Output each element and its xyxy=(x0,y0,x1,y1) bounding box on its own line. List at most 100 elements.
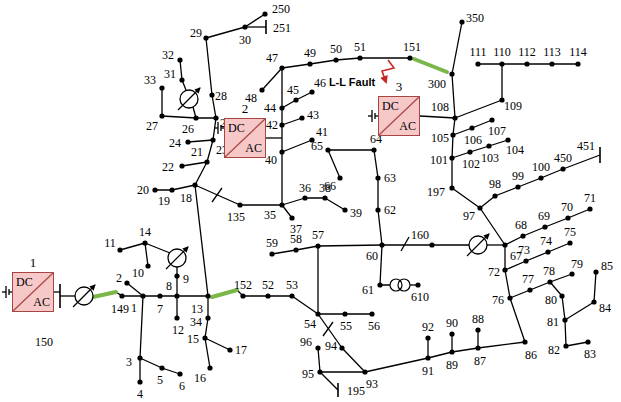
bus-number: 4 xyxy=(137,388,143,400)
bus-dot xyxy=(527,287,532,292)
bus-dot xyxy=(362,369,367,374)
bus-number: 110 xyxy=(493,46,511,58)
feeder-line xyxy=(264,137,282,138)
bus-dot xyxy=(425,335,430,340)
bus-number: 84 xyxy=(599,302,611,314)
bus-dot xyxy=(152,187,157,192)
open-switch xyxy=(401,237,409,251)
bus-number: 42 xyxy=(266,119,278,131)
bus-dot xyxy=(169,187,174,192)
bus-number: 135 xyxy=(227,211,245,223)
bus-dot xyxy=(449,155,454,160)
bus-number: 13 xyxy=(191,303,203,315)
feeder-line xyxy=(145,243,148,266)
bus-number: 32 xyxy=(162,49,174,61)
bus-number: 53 xyxy=(286,279,298,291)
bus-dot xyxy=(227,347,232,352)
feeder-line xyxy=(262,68,282,90)
bus-dot xyxy=(299,115,304,120)
feeder-line xyxy=(188,140,213,142)
feeder-line xyxy=(140,296,143,382)
inverter-box: 2DCAC xyxy=(224,118,266,158)
bus-number: 108 xyxy=(431,101,449,113)
inverter-side-label: DC xyxy=(16,276,33,288)
bus-number: 16 xyxy=(194,372,206,384)
bus-bar xyxy=(265,20,267,34)
bus-dot xyxy=(159,85,164,90)
fault-arrow xyxy=(382,60,394,82)
bus-dot xyxy=(542,224,547,229)
bus-dot xyxy=(142,240,147,245)
regulator-arrow xyxy=(166,247,188,269)
inverter-side-label: AC xyxy=(245,142,262,154)
bus-dot xyxy=(565,215,570,220)
bus-number: 112 xyxy=(518,46,536,58)
bus-dot xyxy=(192,182,197,187)
feeder-line xyxy=(452,74,525,342)
bus-dot xyxy=(174,293,179,298)
feeder-line xyxy=(451,334,452,352)
diagonal-line xyxy=(13,273,53,311)
bus-dot xyxy=(567,240,572,245)
bus-number: 80 xyxy=(545,294,557,306)
feeder-line xyxy=(282,140,312,152)
battery-symbol xyxy=(368,110,378,122)
bus-dot xyxy=(117,247,122,252)
feeder-line xyxy=(140,358,180,374)
bus-dot xyxy=(339,345,344,350)
bus-dot xyxy=(205,315,210,320)
feeder-line xyxy=(122,295,208,296)
feeder-line xyxy=(317,246,318,314)
bus-number: 104 xyxy=(506,144,524,156)
bus-number: 96 xyxy=(300,336,312,348)
feeder-line xyxy=(162,88,216,118)
bus-number: 197 xyxy=(427,186,445,198)
bus-number: 111 xyxy=(469,46,486,58)
bus-number: 44 xyxy=(264,102,276,114)
bus-number: 69 xyxy=(538,210,550,222)
bus-dot xyxy=(371,147,376,152)
bus-dot xyxy=(563,343,568,348)
bus-dot xyxy=(477,205,482,210)
bus-dot xyxy=(269,251,274,256)
bus-dot xyxy=(240,293,245,298)
bus-dot xyxy=(202,335,207,340)
bus-dot xyxy=(325,147,330,152)
bus-dot xyxy=(279,65,284,70)
bus-dot xyxy=(289,215,294,220)
bus-number: 100 xyxy=(532,161,550,173)
bus-dot xyxy=(237,202,242,207)
bus-dot xyxy=(145,263,150,268)
bus-dot xyxy=(315,345,320,350)
bus-number: 27 xyxy=(146,120,158,132)
bus-dot xyxy=(315,311,320,316)
regulator-arrow xyxy=(467,234,489,256)
feeder-line xyxy=(120,243,145,250)
bus-dot xyxy=(377,282,382,287)
bus-number: 450 xyxy=(554,152,572,164)
inverter-number: 3 xyxy=(379,80,419,93)
regulator-arrow xyxy=(73,285,95,307)
diagonal-line xyxy=(225,119,265,157)
bus-dot xyxy=(369,311,374,316)
bus-dot xyxy=(515,184,520,189)
regulator-arrow xyxy=(178,88,200,110)
bus-dot xyxy=(502,267,507,272)
bus-number: 46 xyxy=(314,77,326,89)
feeder-line xyxy=(245,26,266,27)
bus-number: 70 xyxy=(561,201,573,213)
bus-number: 24 xyxy=(169,137,181,149)
feeder-line xyxy=(455,64,502,118)
bus-number: 107 xyxy=(488,125,506,137)
feeder-line xyxy=(318,245,469,246)
bus-number: 56 xyxy=(368,320,380,332)
bus-bar xyxy=(59,284,61,308)
feeder-line xyxy=(328,150,382,245)
bus-number: 106 xyxy=(464,134,482,146)
bus-dot xyxy=(279,105,284,110)
inverter-side-label: DC xyxy=(228,122,245,134)
bus-dot xyxy=(210,137,215,142)
bus-dot xyxy=(560,166,565,171)
bus-number: 152 xyxy=(234,279,252,291)
bus-dot xyxy=(449,185,454,190)
